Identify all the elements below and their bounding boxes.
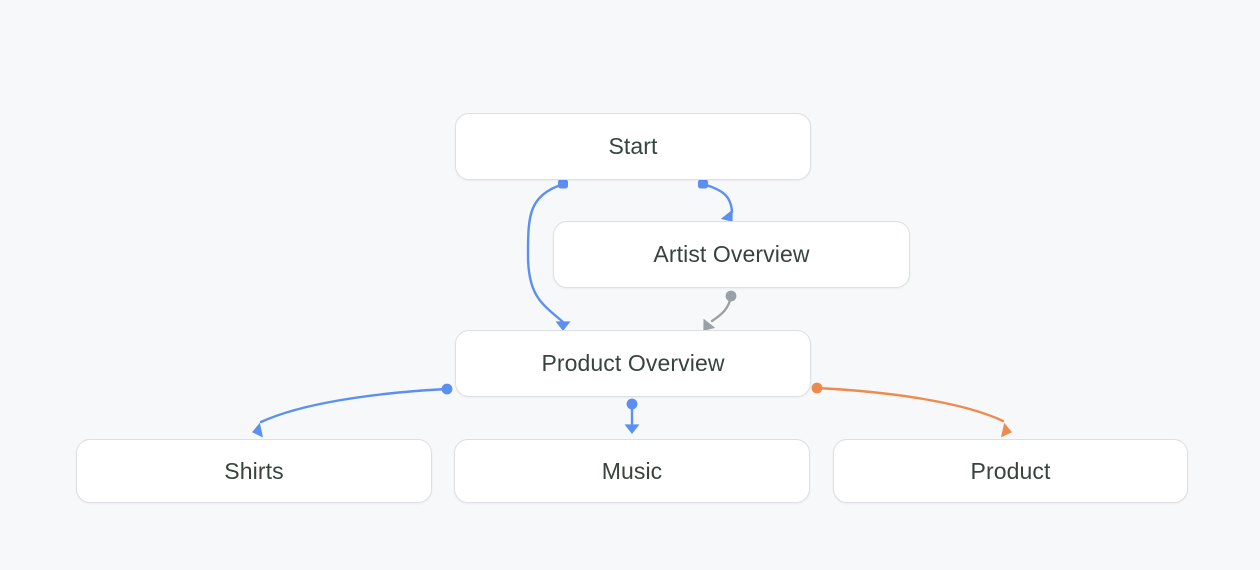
node-start[interactable]: Start (455, 113, 811, 180)
edge-product-overview-to-music[interactable] (624, 398, 640, 434)
node-product-overview[interactable]: Product Overview (455, 330, 811, 397)
edge-product-overview-to-product[interactable] (811, 382, 1014, 440)
edge-start-to-artist-overview[interactable] (698, 179, 739, 227)
edge-artist-overview-to-product-overview[interactable] (698, 290, 737, 336)
edge-path (701, 182, 734, 214)
node-music[interactable]: Music (454, 439, 810, 503)
edge-source-handle-dot[interactable] (626, 398, 638, 410)
edge-path (710, 294, 733, 323)
edge-source-handle-dot[interactable] (725, 290, 737, 302)
edge-source-handle-dot[interactable] (811, 382, 823, 394)
node-shirts[interactable]: Shirts (76, 439, 432, 503)
node-label: Music (601, 457, 663, 484)
edge-product-overview-to-shirts[interactable] (250, 383, 453, 440)
edge-source-handle-square[interactable] (698, 179, 708, 189)
node-label: Product (970, 457, 1051, 484)
node-product[interactable]: Product (833, 439, 1188, 503)
edge-path (259, 387, 449, 424)
node-label: Start (608, 133, 658, 159)
edge-source-handle-dot[interactable] (441, 383, 453, 395)
node-label: Shirts (224, 457, 284, 484)
node-artist-overview[interactable]: Artist Overview (553, 221, 910, 288)
node-label: Product Overview (541, 350, 725, 376)
edge-source-handle-square[interactable] (558, 179, 568, 189)
node-label: Artist Overview (653, 241, 810, 267)
edge-path (815, 386, 1005, 423)
